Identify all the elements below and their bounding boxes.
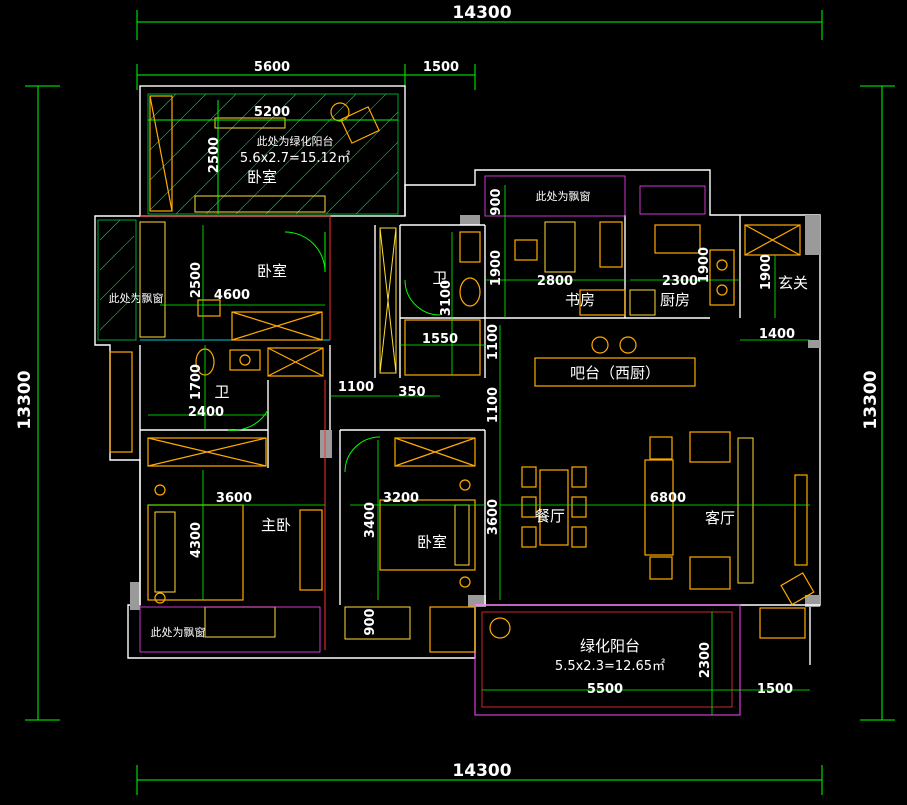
- room-living: 客厅: [705, 509, 735, 527]
- dim-left-total: 13300: [15, 370, 35, 429]
- bath-center-fixtures: [379, 227, 485, 376]
- dim-3400: 3400: [363, 502, 378, 538]
- dim-bottom-total: 14300: [452, 761, 511, 781]
- dim-3600-master: 3600: [216, 491, 252, 506]
- dim-3100: 3100: [439, 280, 454, 316]
- dim-top-5600: 5600: [254, 60, 290, 75]
- master-bedroom-furniture: [139, 437, 325, 653]
- dim-1100-a: 1100: [486, 324, 501, 360]
- left-bay-window: [97, 219, 166, 453]
- dim-2500-mid: 2500: [189, 262, 204, 298]
- room-foyer: 玄关: [778, 274, 808, 292]
- dim-2500-top: 2500: [207, 137, 222, 173]
- dim-4600: 4600: [214, 288, 250, 303]
- bottom-balcony: [429, 604, 810, 716]
- room-bath-center: 卫: [432, 269, 447, 287]
- dim-2300: 2300: [662, 274, 698, 289]
- dim-right-total: 13300: [861, 370, 881, 429]
- bar-counter: [499, 325, 696, 430]
- dim-1550: 1550: [422, 332, 458, 347]
- bay-window-bottom: 此处为飘窗: [151, 625, 206, 639]
- dim-2400: 2400: [188, 405, 224, 420]
- top-balcony-note: 此处为绿化阳台: [257, 134, 334, 148]
- dim-1700: 1700: [189, 364, 204, 400]
- dim-5200: 5200: [254, 105, 290, 120]
- dim-3200: 3200: [383, 491, 419, 506]
- dim-2800: 2800: [537, 274, 573, 289]
- top-balcony: [139, 85, 406, 217]
- bay-window-left: 此处为飘窗: [109, 291, 164, 305]
- bedroom-small-furniture: [344, 436, 485, 640]
- room-bedroom-mid: 卧室: [257, 262, 287, 280]
- dim-top-1500: 1500: [423, 60, 459, 75]
- dim-top-total: 14300: [452, 3, 511, 23]
- foyer-furniture: [740, 224, 810, 341]
- room-kitchen: 厨房: [660, 291, 690, 309]
- dim-1400: 1400: [759, 327, 795, 342]
- overall-dimension-lines: [25, 10, 895, 795]
- bedroom-mid-furniture: [160, 225, 326, 341]
- dim-900-bottom: 900: [363, 608, 378, 635]
- dim-1100-b: 1100: [486, 387, 501, 423]
- living-furniture: [500, 431, 815, 606]
- top-balcony-area: 5.6x2.7=15.12㎡: [240, 151, 350, 166]
- dim-3600-dining: 3600: [486, 499, 501, 535]
- dim-1900-foyer: 1900: [759, 254, 774, 290]
- dim-1500-bottom: 1500: [757, 682, 793, 697]
- room-bar: 吧台（西厨）: [570, 364, 660, 382]
- study-furniture: [484, 175, 626, 318]
- room-bedroom-top: 卧室: [247, 168, 277, 186]
- dining-furniture: [499, 430, 587, 600]
- kitchen-furniture: [629, 185, 740, 316]
- room-green-balcony: 绿化阳台: [580, 637, 640, 655]
- dim-1100-corridor: 1100: [338, 380, 374, 395]
- dim-4300: 4300: [189, 522, 204, 558]
- dim-1900-kitchen: 1900: [697, 247, 712, 283]
- room-study: 书房: [565, 291, 595, 309]
- bottom-balcony-area: 5.5x2.3=12.65㎡: [555, 659, 665, 674]
- dim-2300-balcony: 2300: [698, 642, 713, 678]
- dim-1900-study: 1900: [489, 250, 504, 286]
- dim-350: 350: [398, 385, 425, 400]
- bath-left-fixtures: [148, 345, 324, 431]
- room-bath-left: 卫: [214, 383, 229, 401]
- dim-5500: 5500: [587, 682, 623, 697]
- bay-window-study: 此处为飘窗: [536, 189, 591, 203]
- room-bedroom-small: 卧室: [417, 533, 447, 551]
- dim-900-study: 900: [489, 188, 504, 215]
- room-master-bedroom: 主卧: [261, 516, 291, 534]
- dim-6800: 6800: [650, 491, 686, 506]
- room-dining: 餐厅: [535, 507, 565, 525]
